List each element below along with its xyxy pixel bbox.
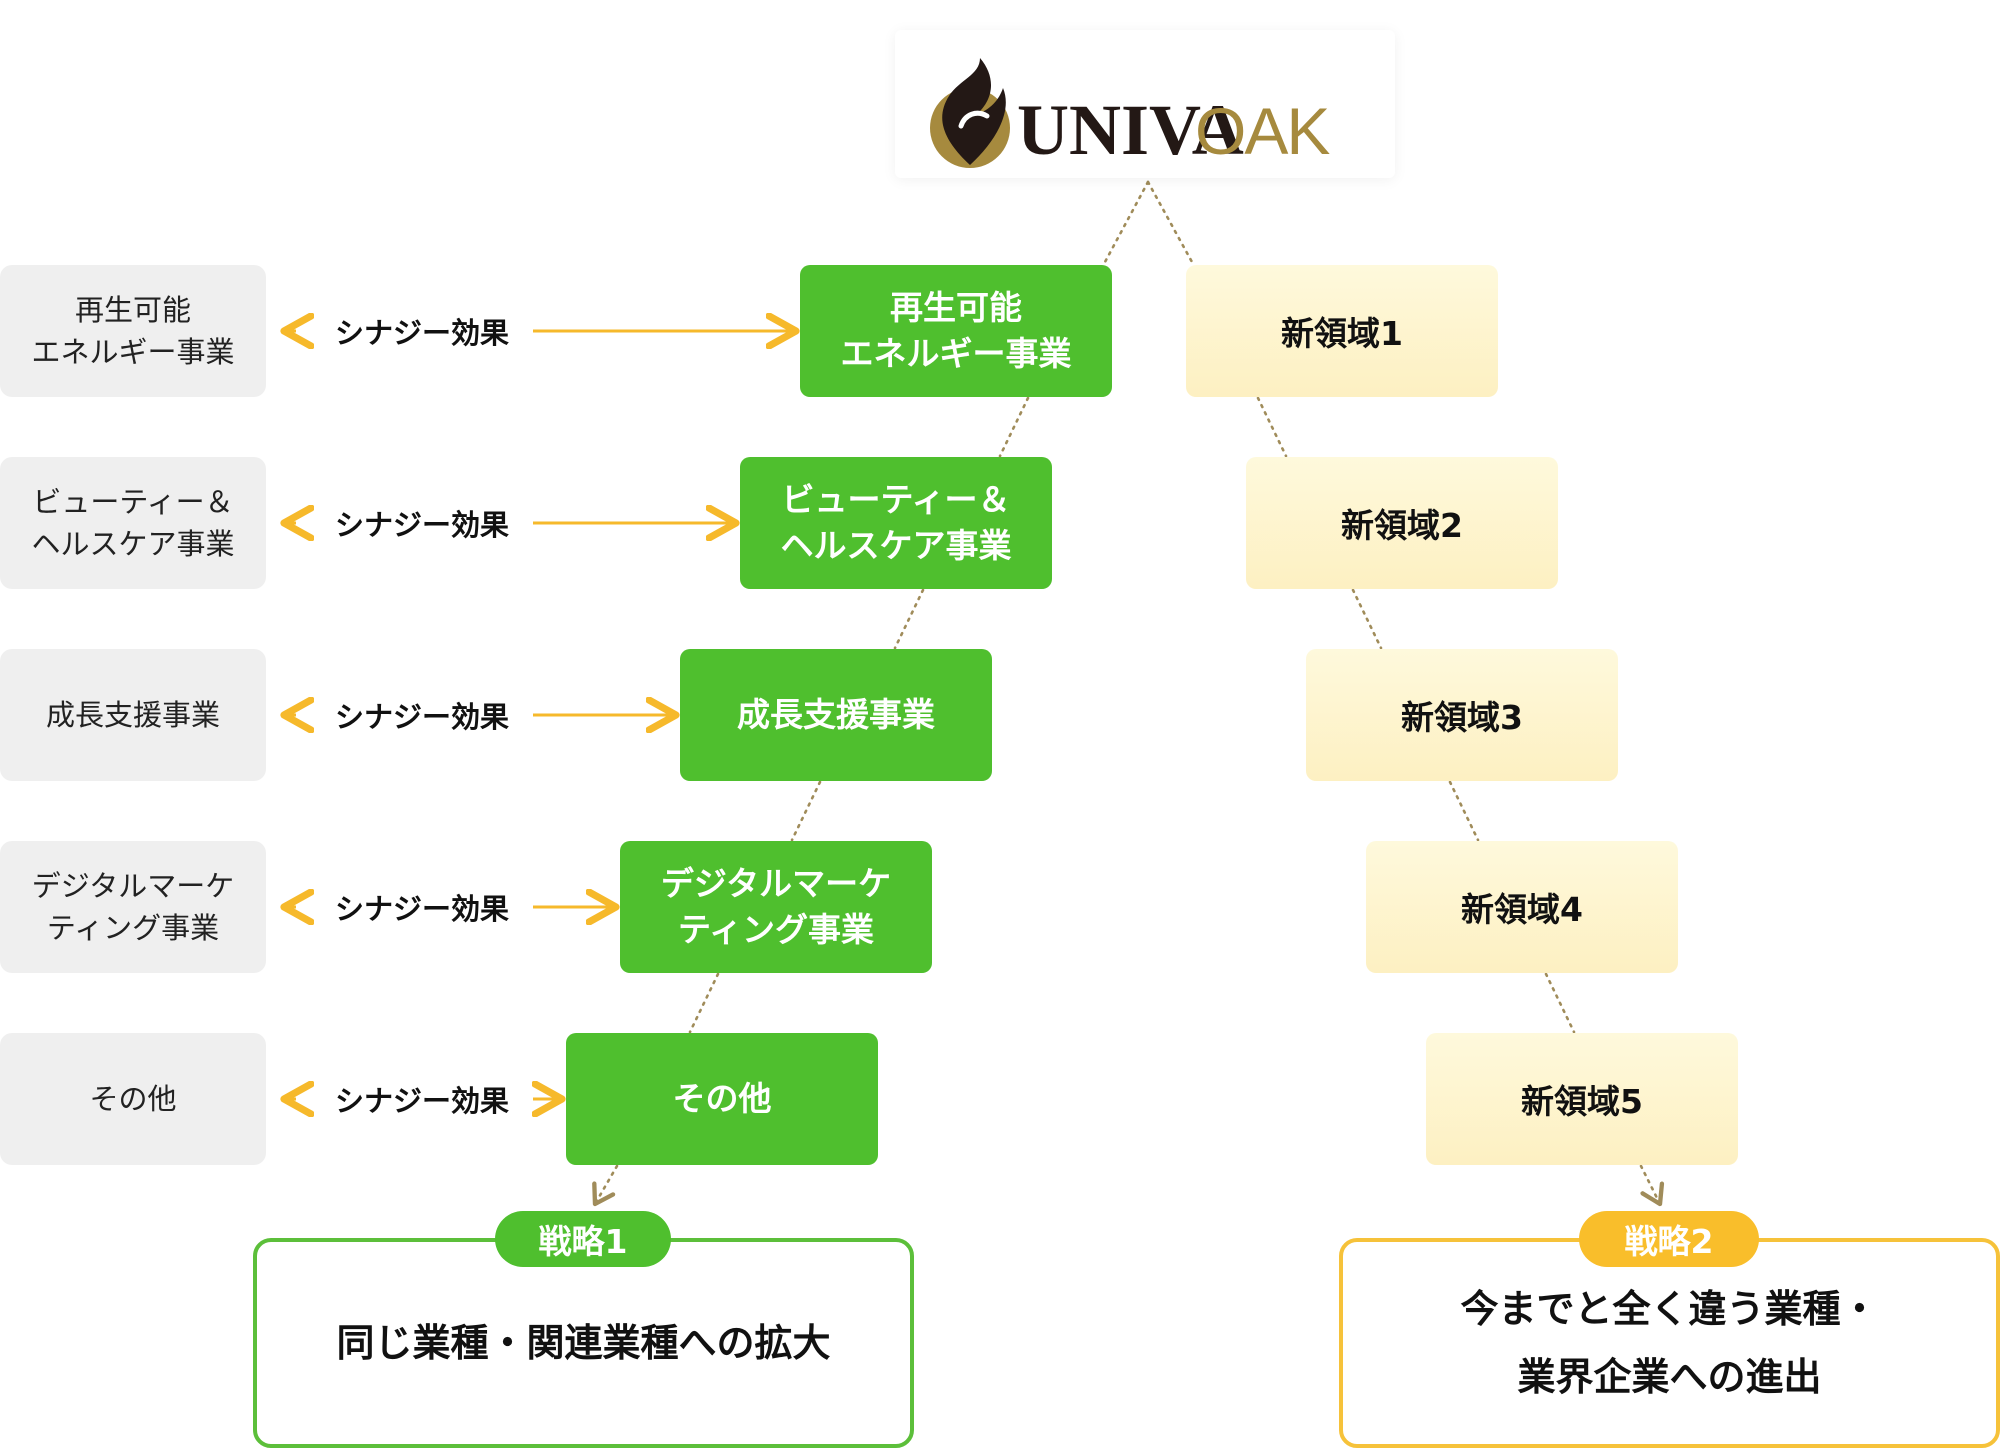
yellow-link-2 (1351, 588, 1383, 650)
synergy-label-3: シナジー効果 (334, 700, 509, 734)
existing-business-box-5: その他 (0, 1033, 266, 1165)
green-link-3 (790, 780, 822, 842)
strategy2-pill: 戦略2 (1579, 1211, 1759, 1267)
new-domain-box-2: 新領域2 (1246, 457, 1558, 589)
synergy-label-4: シナジー効果 (334, 892, 509, 926)
synergy-label-1: シナジー効果 (334, 316, 509, 350)
existing-business-box-1: 再生可能 エネルギー事業 (0, 265, 266, 397)
strategy2-text: 今までと全く違う業種・ 業界企業への進出 (1460, 1287, 1879, 1399)
business-box-4: デジタルマーケ ティング事業 (620, 841, 932, 973)
logo-text-univa: UNIVA (1017, 90, 1244, 170)
yellow-link-1 (1256, 396, 1288, 458)
existing-business-box-3: 成長支援事業 (0, 649, 266, 781)
logo-to-yellow-line (1146, 180, 1194, 264)
synergy-label-2: シナジー効果 (334, 508, 509, 542)
yellow-link-3 (1448, 780, 1480, 842)
univa-oak-logo: UNIVA OAK (895, 30, 1395, 178)
business-box-5: その他 (566, 1033, 878, 1165)
business-box-1: 再生可能 エネルギー事業 (800, 265, 1112, 397)
strategy1-text: 同じ業種・関連業種への拡大 (336, 1321, 831, 1365)
new-domain-box-5: 新領域5 (1426, 1033, 1738, 1165)
green-to-strategy1-arrow (592, 1164, 619, 1207)
logo-text-oak: OAK (1195, 94, 1330, 168)
yellow-to-strategy2-arrow (1639, 1164, 1665, 1207)
business-box-3: 成長支援事業 (680, 649, 992, 781)
synergy-label-5: シナジー効果 (334, 1084, 509, 1118)
green-link-1 (998, 396, 1030, 458)
strategy1-box: 同じ業種・関連業種への拡大 (253, 1238, 914, 1448)
existing-business-box-4: デジタルマーケ ティング事業 (0, 841, 266, 973)
new-domain-box-3: 新領域3 (1306, 649, 1618, 781)
business-box-2: ビューティー＆ ヘルスケア事業 (740, 457, 1052, 589)
strategy2-box: 今までと全く違う業種・ 業界企業への進出 (1339, 1238, 2000, 1448)
logo-to-green-line (1103, 180, 1150, 264)
new-domain-box-1: 新領域1 (1186, 265, 1498, 397)
yellow-link-4 (1544, 972, 1576, 1034)
logo-mark: UNIVA OAK (930, 58, 1332, 170)
existing-business-box-2: ビューティー＆ ヘルスケア事業 (0, 457, 266, 589)
new-domain-box-4: 新領域4 (1366, 841, 1678, 973)
green-link-2 (893, 588, 925, 650)
green-link-4 (688, 972, 720, 1034)
strategy1-pill: 戦略1 (495, 1211, 671, 1267)
